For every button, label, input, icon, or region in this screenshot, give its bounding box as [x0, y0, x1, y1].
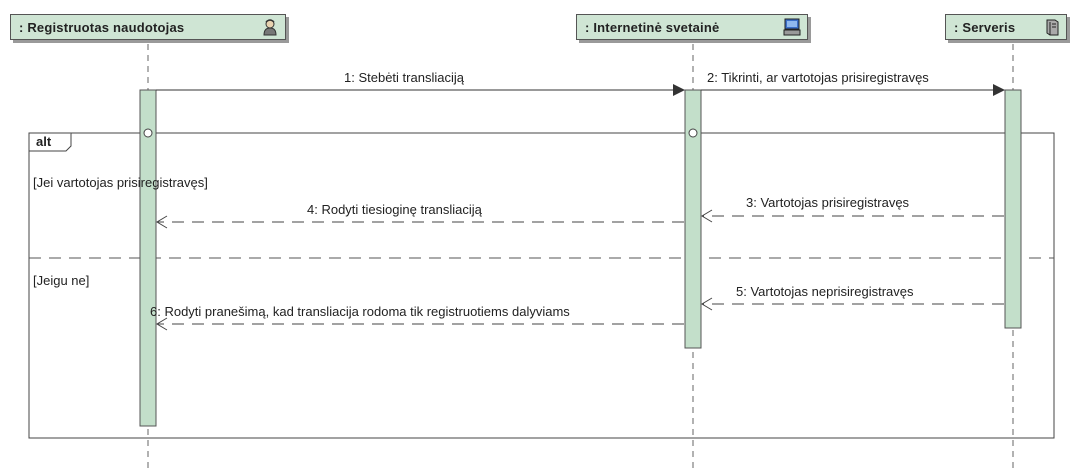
message-6-label[interactable]: 6: Rodyti pranešimą, kad transliacija ro… — [150, 304, 570, 319]
guard-2: [Jeigu ne] — [33, 273, 90, 288]
lifeline-user-label: : Registruotas naudotojas — [19, 19, 185, 35]
activation-user — [139, 89, 157, 427]
lifeline-head-user[interactable]: : Registruotas naudotojas — [10, 14, 286, 40]
message-3-arrowhead — [701, 209, 713, 223]
alt-operator-label: alt — [36, 134, 52, 149]
user-icon — [261, 18, 279, 36]
message-4-arrowhead — [156, 215, 168, 229]
lifeline-server-label: : Serveris — [954, 19, 1016, 35]
server-icon — [1042, 18, 1060, 36]
alt-operator-pentagon — [29, 133, 72, 152]
lifeline-head-website[interactable]: : Internetinė svetainė — [576, 14, 808, 40]
message-2-arrowhead — [993, 84, 1005, 96]
computer-icon — [783, 18, 801, 36]
message-2-label[interactable]: 2: Tikrinti, ar vartotojas prisiregistra… — [707, 70, 929, 85]
alt-operator: alt — [29, 133, 71, 151]
message-3-label[interactable]: 3: Vartotojas prisiregistravęs — [746, 195, 910, 210]
alt-fragment-frame — [28, 132, 1055, 439]
message-5-label[interactable]: 5: Vartotojas neprisiregistravęs — [736, 284, 914, 299]
fragment-gate-website — [688, 128, 698, 138]
guard-1: [Jei vartotojas prisiregistravęs] — [33, 175, 208, 190]
lifeline-website-label: : Internetinė svetainė — [585, 19, 720, 35]
message-6-arrowhead — [156, 317, 168, 331]
message-1-arrowhead — [673, 84, 685, 96]
activation-server — [1004, 89, 1022, 329]
fragment-gate-user — [143, 128, 153, 138]
message-4-label[interactable]: 4: Rodyti tiesioginę transliaciją — [307, 202, 482, 217]
lifeline-head-server[interactable]: : Serveris — [945, 14, 1067, 40]
message-1-label[interactable]: 1: Stebėti transliaciją — [344, 70, 464, 85]
activation-website — [684, 89, 702, 349]
message-5-arrowhead — [701, 297, 713, 311]
